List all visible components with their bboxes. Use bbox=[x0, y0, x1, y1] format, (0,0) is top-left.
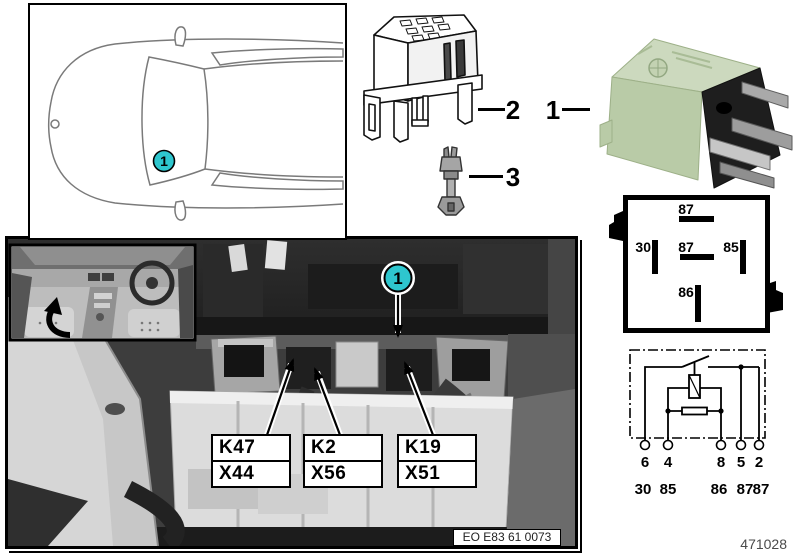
terminal-circle-5 bbox=[735, 439, 747, 451]
relay-circuit-schematic: 6 4 8 5 2 30 85 86 87 87 bbox=[629, 349, 770, 498]
pinout-label-85: 85 bbox=[723, 239, 739, 255]
steering-wheel bbox=[129, 260, 175, 306]
schematic-housing-outline bbox=[629, 349, 766, 439]
schematic-terminal-label: 86 bbox=[711, 481, 728, 498]
windshield-outline bbox=[141, 56, 209, 186]
photo-callout-1[interactable]: 1 bbox=[381, 261, 415, 295]
side-glass-top bbox=[210, 47, 344, 66]
pinout-pad-86 bbox=[695, 285, 701, 322]
socket-leg-right bbox=[457, 82, 473, 125]
relay-tag-k19: K19 X51 bbox=[397, 434, 477, 488]
terminal-circle-8 bbox=[715, 439, 727, 451]
dashboard-inset bbox=[8, 243, 197, 342]
relay-tag-k47: K47 X44 bbox=[211, 434, 291, 488]
connector-code: X56 bbox=[305, 460, 381, 486]
relay-side-tab bbox=[599, 119, 613, 148]
pinout-label-30: 30 bbox=[635, 239, 651, 255]
callout-number: 1 bbox=[393, 269, 402, 288]
relay-pin-blade-2 bbox=[731, 117, 793, 151]
photo-artwork bbox=[8, 239, 575, 546]
schematic-pin-number: 2 bbox=[755, 454, 763, 471]
pinout-label-87-center: 87 bbox=[678, 239, 694, 255]
schematic-terminal-label: 87 bbox=[737, 481, 754, 498]
callout-number: 1 bbox=[160, 153, 168, 169]
coil-side-wires bbox=[667, 387, 722, 411]
leader-line-2 bbox=[478, 108, 505, 111]
k19-arrow bbox=[403, 361, 435, 436]
roof-rail-bottom bbox=[204, 168, 344, 178]
photo-annotations: 1 bbox=[264, 261, 436, 437]
schematic-terminal-label: 87 bbox=[753, 481, 770, 498]
pinout-mount-tab-right bbox=[767, 281, 783, 313]
terminal-circle-4 bbox=[662, 439, 674, 451]
mirror-top bbox=[174, 26, 187, 47]
relay-tag-k2: K2 X56 bbox=[303, 434, 383, 488]
socket-leg-mid bbox=[393, 100, 409, 143]
pinout-mount-tab-left bbox=[609, 211, 623, 241]
relay-pinout-diagram: 87 30 87 85 86 bbox=[623, 195, 770, 333]
relay-left-face bbox=[606, 76, 703, 181]
rotate-arrow-icon bbox=[44, 297, 71, 338]
k2-arrow bbox=[313, 367, 342, 436]
schematic-pin-number: 8 bbox=[717, 454, 725, 471]
mirror-bottom bbox=[174, 200, 187, 221]
connector-shaft bbox=[446, 178, 456, 198]
car-locator-box: 1 bbox=[28, 3, 347, 240]
item-label-1[interactable]: 1 bbox=[545, 95, 561, 125]
leader-line-1 bbox=[562, 108, 590, 111]
connector-code: X44 bbox=[213, 460, 289, 486]
resistor-wires bbox=[667, 410, 722, 441]
relay-socket-drawing bbox=[363, 14, 483, 143]
k47-arrow bbox=[265, 358, 295, 436]
relay-pin-clip bbox=[709, 137, 771, 171]
switch-blade bbox=[681, 355, 710, 368]
pinout-pad-87-top bbox=[679, 216, 714, 222]
connector-code: X51 bbox=[399, 460, 475, 486]
roof-rail-top bbox=[203, 60, 344, 70]
relay-pin-blade-3 bbox=[719, 161, 775, 189]
schematic-pin-number: 4 bbox=[664, 454, 673, 471]
schematic-pin-number: 5 bbox=[737, 454, 745, 471]
car-top-view-drawing: 1 bbox=[48, 26, 344, 221]
relay-code: K2 bbox=[311, 437, 337, 458]
terminal-circle-2 bbox=[753, 439, 765, 451]
car-callout-1[interactable]: 1 bbox=[152, 149, 176, 173]
hood-detail-circle bbox=[50, 119, 60, 129]
leader-line-3 bbox=[469, 175, 503, 178]
relay-socket-k47 bbox=[224, 345, 264, 377]
pinout-pad-87-center bbox=[680, 254, 714, 260]
schematic-pin-number: 6 bbox=[641, 454, 649, 471]
installation-photo: 1 K47 X44 K2 X56 K19 X51 EO E83 61 0073 bbox=[5, 236, 578, 549]
pinout-label-87-top: 87 bbox=[678, 201, 694, 217]
relay-code: K47 bbox=[219, 437, 256, 458]
callout-circle[interactable] bbox=[383, 263, 413, 293]
terminal-circle-6 bbox=[639, 439, 651, 451]
item-label-3[interactable]: 3 bbox=[505, 162, 521, 192]
resistor-symbol bbox=[681, 406, 708, 416]
item-label-2[interactable]: 2 bbox=[505, 95, 521, 125]
pinout-label-86: 86 bbox=[678, 284, 694, 300]
pinout-pad-30 bbox=[652, 240, 658, 274]
relay-embossed-text bbox=[637, 45, 713, 69]
connector-head bbox=[439, 156, 463, 172]
socket-leg-left bbox=[363, 94, 381, 141]
schematic-terminal-label: 85 bbox=[660, 481, 677, 498]
relay-pin-blade-1 bbox=[741, 81, 789, 109]
drawing-number: 471028 bbox=[740, 536, 787, 552]
photo-reference-stamp: EO E83 61 0073 bbox=[453, 529, 561, 546]
relay-photo bbox=[599, 38, 793, 189]
wire-30 bbox=[644, 366, 682, 441]
relay-code: K19 bbox=[405, 437, 442, 458]
callout-circle[interactable] bbox=[152, 149, 176, 173]
side-glass-bottom bbox=[210, 172, 344, 191]
wire-87 bbox=[708, 366, 760, 441]
pin-connector-drawing bbox=[437, 146, 465, 216]
center-console bbox=[82, 287, 118, 338]
pinout-pad-85 bbox=[740, 240, 746, 274]
schematic-terminal-label: 30 bbox=[635, 481, 652, 498]
car-body-outline bbox=[48, 38, 344, 209]
